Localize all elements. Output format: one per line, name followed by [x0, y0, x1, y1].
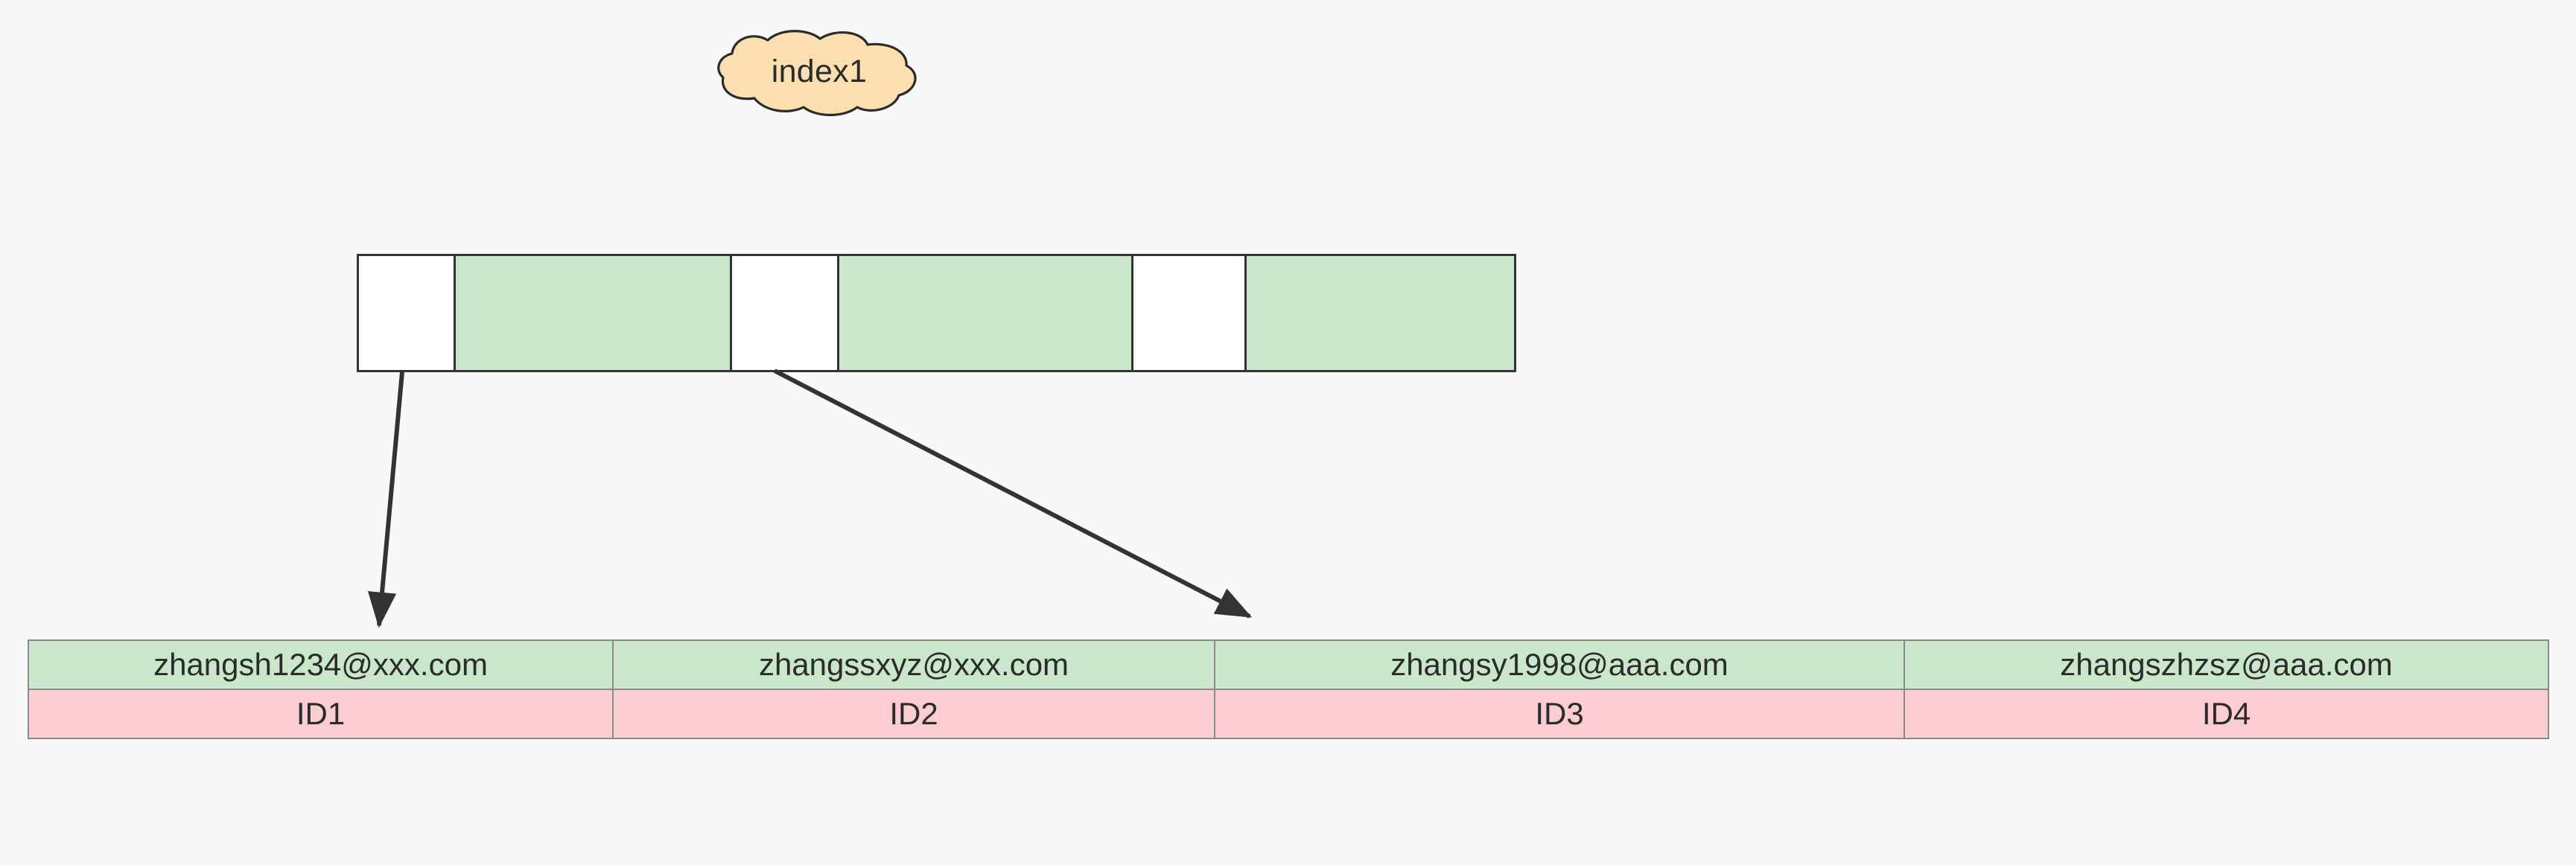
- email-cell-4[interactable]: zhangszhzsz@aaa.com: [1904, 639, 2549, 690]
- email-cell-1[interactable]: zhangsh1234@xxx.com: [28, 639, 614, 690]
- id-cell-4[interactable]: ID4: [1904, 689, 2549, 739]
- records-table: zhangsh1234@xxx.com zhangssxyz@xxx.com z…: [28, 639, 2549, 739]
- arrow-slot3-to-record3: [773, 368, 1253, 619]
- email-cell-3[interactable]: zhangsy1998@aaa.com: [1214, 639, 1905, 690]
- id-cell-2[interactable]: ID2: [612, 689, 1215, 739]
- table-row-emails: zhangsh1234@xxx.com zhangssxyz@xxx.com z…: [28, 639, 2549, 690]
- index-slot-3[interactable]: [732, 256, 839, 370]
- index1-cloud-label: index1: [771, 53, 868, 89]
- arrow-slot1-to-record1: [367, 371, 404, 628]
- index-slot-2[interactable]: [456, 256, 732, 370]
- cloud-shape-icon: [717, 30, 917, 117]
- index-slot-1[interactable]: [359, 256, 456, 370]
- index-slot-6[interactable]: [1247, 256, 1514, 370]
- index-slot-4[interactable]: [839, 256, 1133, 370]
- email-cell-2[interactable]: zhangssxyz@xxx.com: [612, 639, 1215, 690]
- index-slot-5[interactable]: [1133, 256, 1247, 370]
- id-cell-1[interactable]: ID1: [28, 689, 614, 739]
- index1-page-slots[interactable]: [357, 254, 1516, 372]
- table-row-ids: ID1 ID2 ID3 ID4: [28, 689, 2549, 739]
- id-cell-3[interactable]: ID3: [1214, 689, 1905, 739]
- index1-cloud-node[interactable]: index1: [711, 27, 927, 117]
